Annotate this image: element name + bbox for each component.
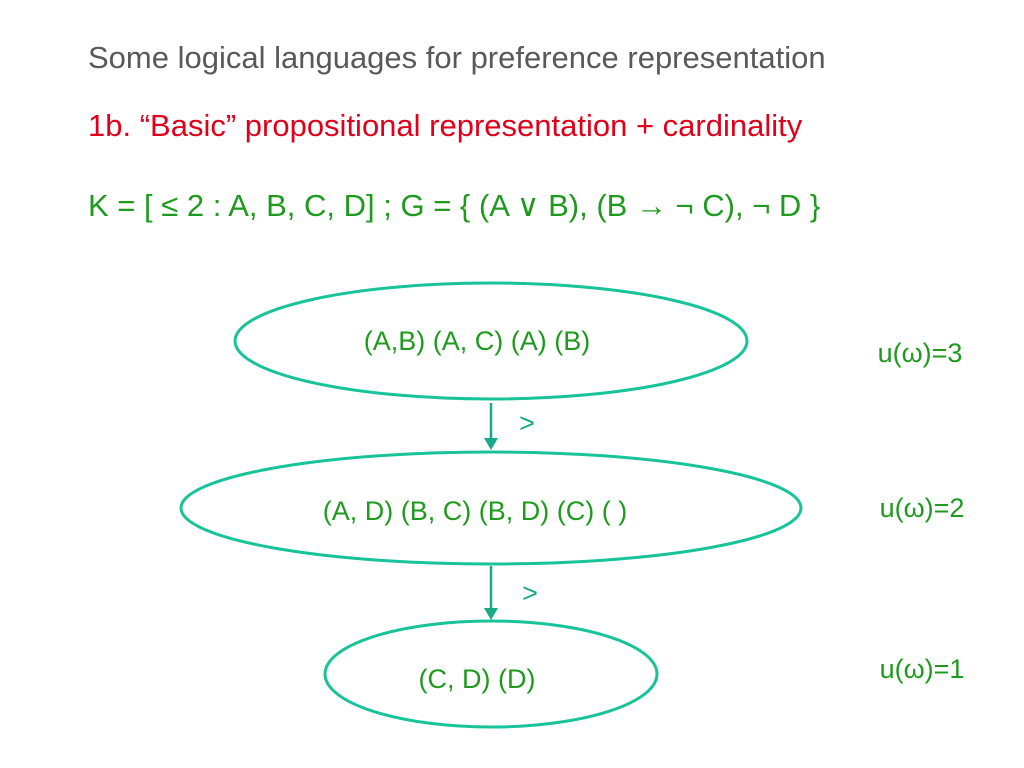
- knowledge-formula: K = [ ≤ 2 : A, B, C, D] ; G = { (A ∨ B),…: [88, 188, 821, 223]
- greater-than-symbol-1: >: [519, 408, 535, 438]
- utility-label-2: u(ω)=2: [880, 493, 965, 523]
- utility-label-3: u(ω)=1: [880, 654, 965, 684]
- level-3-ellipse: [323, 619, 659, 729]
- preference-level-2: (A, D) (B, C) (B, D) (C) ( ): [179, 450, 803, 566]
- level-3-models: (C, D) (D): [419, 664, 536, 694]
- preference-level-1: (A,B) (A, C) (A) (B): [233, 281, 749, 401]
- slide-title: Some logical languages for preference re…: [88, 40, 826, 75]
- utility-label-1: u(ω)=3: [878, 338, 963, 368]
- level-2-models: (A, D) (B, C) (B, D) (C) ( ): [323, 496, 627, 526]
- preference-arrow-2: [484, 566, 498, 620]
- greater-than-symbol-2: >: [522, 578, 538, 608]
- preference-level-3: (C, D) (D): [323, 619, 659, 729]
- slide-subtitle: 1b. “Basic” propositional representation…: [88, 108, 803, 143]
- level-1-models: (A,B) (A, C) (A) (B): [364, 326, 590, 356]
- preference-arrow-1: [484, 403, 498, 450]
- level-2-ellipse: [179, 450, 803, 566]
- level-1-ellipse: [233, 281, 749, 401]
